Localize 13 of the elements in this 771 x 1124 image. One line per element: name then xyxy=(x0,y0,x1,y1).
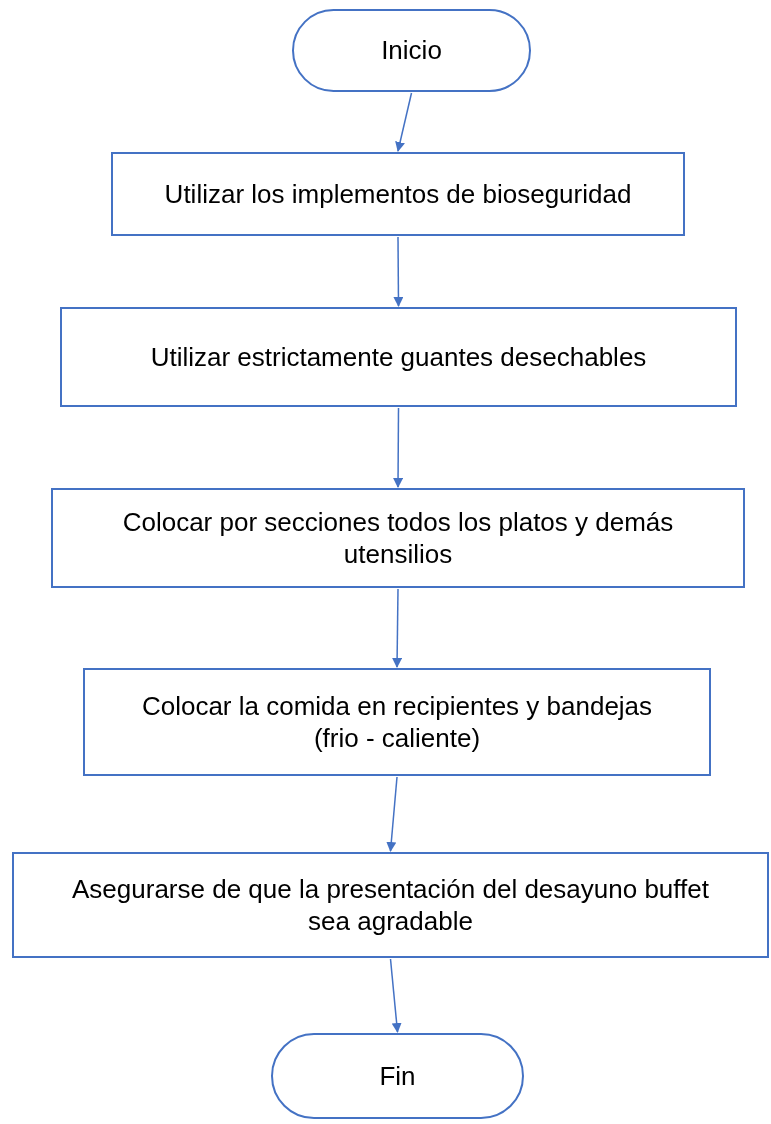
arrow xyxy=(386,776,398,852)
process-box: Colocar la comida en recipientes y bandejas (frio - caliente) xyxy=(83,668,711,776)
arrow xyxy=(395,92,413,152)
arrow xyxy=(393,236,404,307)
arrow xyxy=(392,588,403,668)
process-box: Utilizar estrictamente guantes desechables xyxy=(60,307,737,407)
process-box: Asegurarse de que la presentación del desayuno buffet sea agradable xyxy=(12,852,769,958)
arrow xyxy=(389,958,402,1033)
terminal-shape: Inicio xyxy=(292,9,531,92)
process-box: Colocar por secciones todos los platos y demás utensilios xyxy=(51,488,745,588)
terminal-shape: Fin xyxy=(271,1033,524,1119)
arrow xyxy=(393,407,404,488)
process-box: Utilizar los implementos de bioseguridad xyxy=(111,152,685,236)
